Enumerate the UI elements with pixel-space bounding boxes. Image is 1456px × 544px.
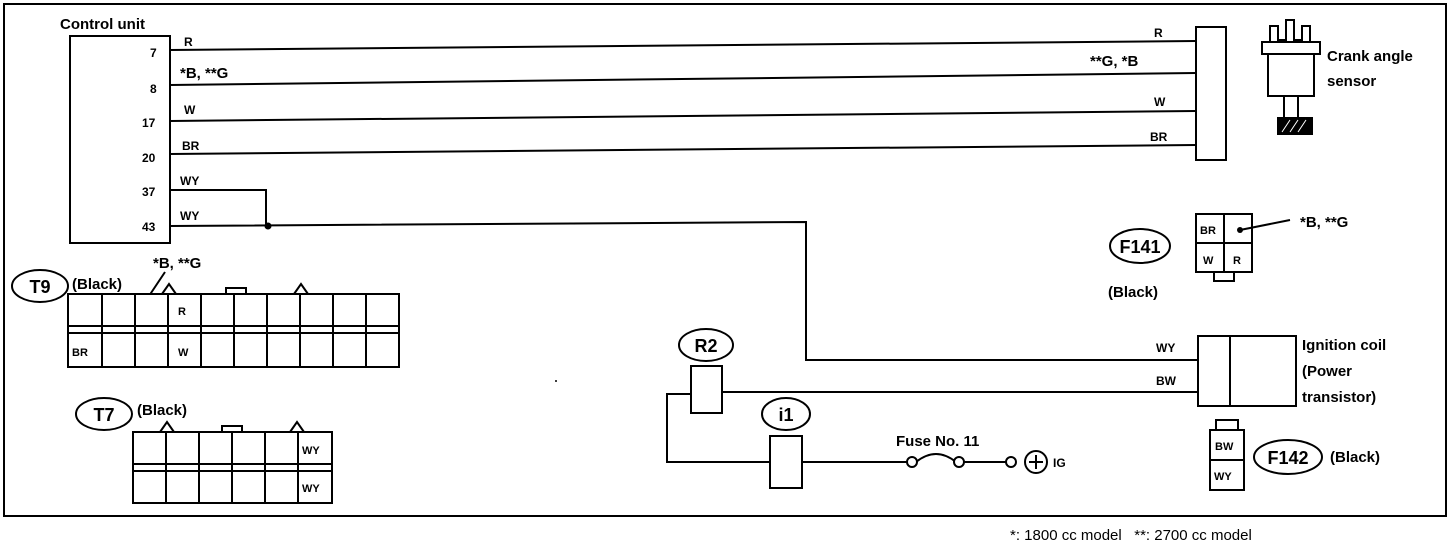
cs-wire-label-g-b: **G, *B bbox=[1090, 53, 1139, 70]
f141-wire-note: *B, **G bbox=[1300, 214, 1348, 231]
fuse-terminal-right bbox=[953, 456, 965, 468]
pin-7: 7 bbox=[150, 46, 157, 60]
crank-sensor-connector bbox=[1195, 26, 1227, 161]
t9-wire-note: *B, **G bbox=[153, 255, 201, 272]
t9-color: (Black) bbox=[72, 276, 122, 293]
t9-id: T9 bbox=[29, 277, 50, 297]
cs-wire-label-r: R bbox=[1154, 26, 1163, 40]
wire-b-g bbox=[169, 72, 1197, 86]
t9-badge bbox=[11, 269, 69, 303]
r2-body bbox=[690, 365, 723, 414]
r2-id: R2 bbox=[694, 336, 717, 356]
f141-id: F141 bbox=[1119, 237, 1160, 257]
cu-wire-label-r: R bbox=[184, 35, 193, 49]
model-footnote: *: 1800 cc model **: 2700 cc model bbox=[1010, 527, 1252, 544]
ignition-coil-label-3: transistor) bbox=[1302, 389, 1376, 406]
f142-cell-wy: WY bbox=[1214, 471, 1232, 483]
cs-wire-label-br: BR bbox=[1150, 130, 1168, 144]
junction-dot bbox=[264, 222, 272, 230]
t7-cell-wy-1: WY bbox=[302, 445, 320, 457]
f141-cell-r: R bbox=[1233, 255, 1241, 267]
i1-body bbox=[769, 435, 803, 489]
f142-badge bbox=[1253, 439, 1323, 475]
ig-terminal bbox=[1005, 456, 1017, 468]
ig-label: IG bbox=[1053, 456, 1066, 470]
f141-color: (Black) bbox=[1108, 284, 1158, 301]
pin-43: 43 bbox=[142, 220, 156, 234]
fuse-11: Fuse No. 11 bbox=[896, 433, 1017, 468]
pin-17: 17 bbox=[142, 116, 156, 130]
ignition-coil: WY BW Ignition coil (Power transistor) bbox=[1156, 335, 1386, 407]
t7-id: T7 bbox=[93, 405, 114, 425]
ic-wire-label-bw: BW bbox=[1156, 374, 1177, 388]
control-unit: Control unit 7 8 17 20 37 43 bbox=[60, 16, 171, 244]
cu-wire-label-wy-43: WY bbox=[180, 209, 199, 223]
ignition-coil-label-2: (Power bbox=[1302, 363, 1352, 380]
diagram-frame bbox=[3, 3, 1447, 517]
t9-cell-br: BR bbox=[72, 347, 88, 359]
f141-cell-w: W bbox=[1203, 255, 1214, 267]
control-unit-box bbox=[69, 35, 171, 244]
pin-8: 8 bbox=[150, 82, 157, 96]
t7-color: (Black) bbox=[137, 402, 187, 419]
wire-wy-37 bbox=[170, 189, 267, 225]
relay-i1: i1 bbox=[761, 397, 811, 489]
f141-cell-br: BR bbox=[1200, 225, 1216, 237]
wire-br bbox=[169, 144, 1197, 155]
wire-r bbox=[169, 40, 1197, 51]
connector-f141: F141 (Black) BR W R *B, **G bbox=[1108, 213, 1348, 301]
ic-wire-label-wy: WY bbox=[1156, 341, 1175, 355]
wire-w bbox=[169, 110, 1197, 122]
f141-badge bbox=[1109, 228, 1171, 264]
f142-body-top bbox=[1209, 429, 1245, 461]
connector-f142: BW WY F142 (Black) bbox=[1209, 419, 1380, 491]
pin-20: 20 bbox=[142, 151, 156, 165]
cu-wire-label-wy-37: WY bbox=[180, 174, 199, 188]
crank-angle-sensor-icon bbox=[1261, 19, 1321, 135]
connector-t7: T7 (Black) WY WY bbox=[75, 397, 333, 504]
i1-id: i1 bbox=[778, 405, 793, 425]
wire-wy-43 bbox=[169, 220, 1198, 361]
cs-wire-label-w: W bbox=[1154, 95, 1166, 109]
t7-cell-wy-2: WY bbox=[302, 483, 320, 495]
ignition-coil-label-1: Ignition coil bbox=[1302, 337, 1386, 354]
t9-cell-w: W bbox=[178, 347, 189, 359]
ig-plus-icon bbox=[1024, 450, 1048, 474]
pin-37: 37 bbox=[142, 185, 156, 199]
connector-t9: T9 (Black) *B, **G R BR W bbox=[11, 255, 400, 368]
ignition-coil-body bbox=[1197, 335, 1297, 407]
cu-wire-label-b-g: *B, **G bbox=[180, 65, 228, 82]
i1-badge bbox=[761, 397, 811, 431]
signal-wires bbox=[169, 40, 1198, 361]
fuse-terminal-left bbox=[906, 456, 918, 468]
f142-cell-bw: BW bbox=[1215, 441, 1234, 453]
relay-r2: R2 bbox=[678, 328, 734, 414]
crank-sensor-label-1: Crank angle bbox=[1327, 48, 1413, 65]
crank-sensor-label-2: sensor bbox=[1327, 73, 1376, 90]
cu-wire-label-br: BR bbox=[182, 139, 200, 153]
t7-badge bbox=[75, 397, 133, 431]
control-unit-title: Control unit bbox=[60, 16, 145, 33]
t9-cell-r: R bbox=[178, 306, 186, 318]
power-circuit-wires bbox=[666, 391, 1198, 463]
r2-badge bbox=[678, 328, 734, 362]
f142-body-bottom bbox=[1209, 459, 1245, 491]
stray-dot bbox=[555, 380, 557, 382]
f142-id: F142 bbox=[1267, 448, 1308, 468]
cu-wire-label-w: W bbox=[184, 103, 196, 117]
f142-color: (Black) bbox=[1330, 449, 1380, 466]
fuse-label: Fuse No. 11 bbox=[896, 433, 979, 450]
